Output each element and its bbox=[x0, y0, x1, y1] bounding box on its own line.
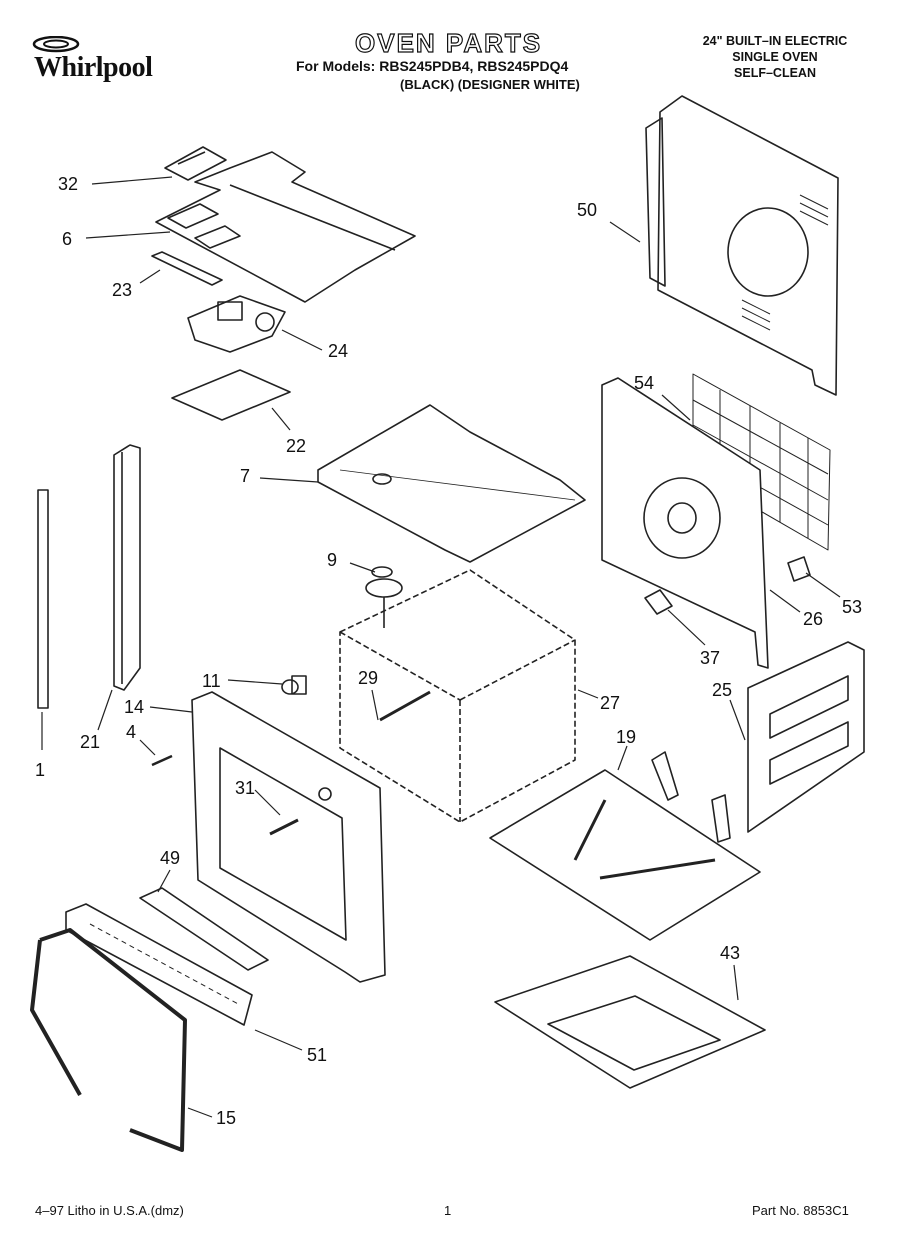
page-title: OVEN PARTS bbox=[354, 27, 543, 58]
footer-litho: 4–97 Litho in U.S.A.(dmz) bbox=[35, 1203, 184, 1218]
callout-37: 37 bbox=[700, 648, 721, 668]
part-11-light-socket bbox=[281, 675, 307, 695]
callout-26: 26 bbox=[803, 609, 824, 629]
part-14-front-frame bbox=[191, 691, 386, 983]
callout-23: 23 bbox=[112, 280, 133, 300]
page-number: 1 bbox=[444, 1203, 452, 1218]
callout-4: 4 bbox=[126, 722, 137, 742]
product-line: SELF–CLEAN bbox=[734, 66, 816, 80]
callout-53: 53 bbox=[842, 597, 863, 617]
part-23-bracket bbox=[151, 251, 223, 286]
product-line: SINGLE OVEN bbox=[732, 50, 818, 64]
product-line: 24" BUILT–IN ELECTRIC bbox=[702, 34, 848, 48]
callout-54: 54 bbox=[634, 373, 655, 393]
callout-6: 6 bbox=[62, 229, 73, 249]
part-25-side-panel bbox=[747, 641, 865, 833]
callout-leader-lines bbox=[41, 176, 841, 1118]
callout-14: 14 bbox=[124, 697, 145, 717]
callout-24: 24 bbox=[328, 341, 349, 361]
part-29-rod bbox=[379, 690, 431, 722]
brand-logo: Whirlpool bbox=[34, 52, 153, 83]
callout-27: 27 bbox=[600, 693, 621, 713]
callout-29: 29 bbox=[358, 668, 379, 688]
part-7-top-shield bbox=[317, 404, 586, 563]
variants-line: (BLACK) (DESIGNER WHITE) bbox=[400, 77, 580, 92]
callout-51: 51 bbox=[307, 1045, 328, 1065]
callout-25: 25 bbox=[712, 680, 733, 700]
part-6-top-panel bbox=[155, 151, 416, 303]
part-31-bolt bbox=[269, 818, 299, 836]
part-1-vertical-strip bbox=[37, 489, 49, 709]
part-32-label-plate bbox=[164, 146, 227, 181]
product-description: 24" BUILT–IN ELECTRIC SINGLE OVEN SELF–C… bbox=[680, 33, 870, 81]
part-37-clip bbox=[644, 589, 673, 615]
part-43-bottom-pan bbox=[494, 955, 766, 1089]
callout-43: 43 bbox=[720, 943, 741, 963]
callout-32: 32 bbox=[58, 174, 79, 194]
part-24-switch-assembly bbox=[187, 295, 286, 353]
callout-22: 22 bbox=[286, 436, 307, 456]
part-19-bottom-cover bbox=[489, 751, 761, 941]
part-50-rear-panel bbox=[645, 95, 839, 396]
whirlpool-logo-swirl-icon bbox=[32, 36, 80, 53]
callout-11: 11 bbox=[202, 671, 221, 691]
part-49-trim-strip bbox=[139, 887, 269, 971]
callout-7: 7 bbox=[240, 466, 251, 486]
callout-1: 1 bbox=[35, 760, 46, 780]
part-22-insulation-sheet bbox=[171, 369, 291, 421]
part-4-screw bbox=[151, 754, 173, 767]
callout-49: 49 bbox=[160, 848, 181, 868]
callout-31: 31 bbox=[235, 778, 256, 798]
callout-15: 15 bbox=[216, 1108, 237, 1128]
callout-21: 21 bbox=[80, 732, 101, 752]
part-53-clip bbox=[787, 556, 811, 582]
part-9-fan-motor bbox=[365, 566, 403, 628]
part-21-side-trim bbox=[113, 444, 141, 691]
part-15-door-gasket bbox=[30, 928, 187, 1152]
callout-9: 9 bbox=[327, 550, 338, 570]
models-line: For Models: RBS245PDB4, RBS245PDQ4 bbox=[296, 58, 569, 74]
part-number: Part No. 8853C1 bbox=[752, 1203, 849, 1218]
callout-19: 19 bbox=[616, 727, 637, 747]
part-51-vent-trim bbox=[65, 903, 253, 1026]
callout-50: 50 bbox=[577, 200, 598, 220]
part-27-oven-liner bbox=[339, 569, 576, 823]
rear-duct-panel bbox=[601, 377, 769, 669]
